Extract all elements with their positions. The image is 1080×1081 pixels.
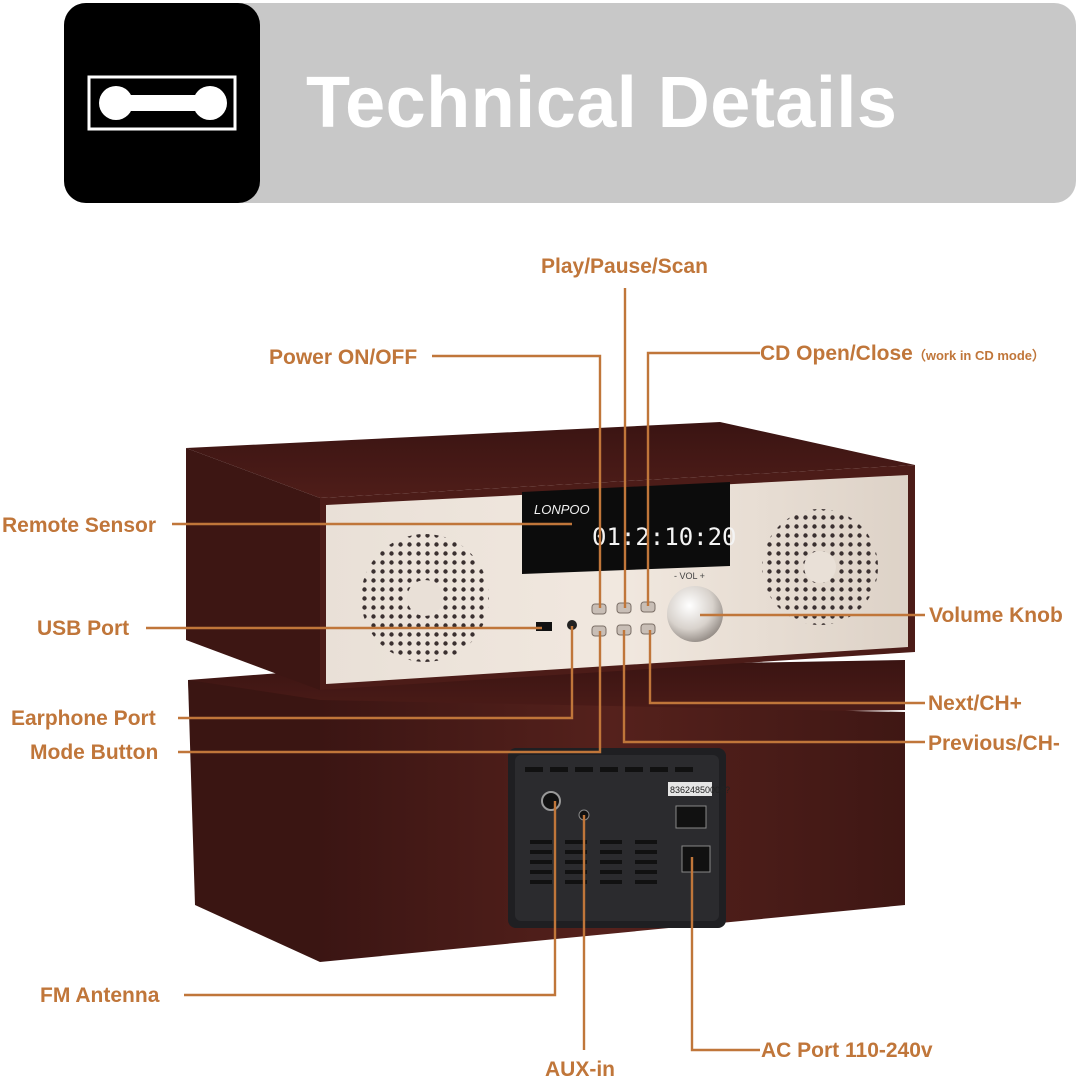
cassette-tape-icon bbox=[87, 75, 237, 131]
label-volume-knob: Volume Knob bbox=[929, 604, 1063, 627]
label-play-pause-scan: Play/Pause/Scan bbox=[541, 255, 708, 278]
label-ac-port: AC Port 110-240v bbox=[761, 1039, 933, 1062]
label-cd-note: （work in CD mode） bbox=[912, 348, 1046, 363]
leader-lines bbox=[146, 288, 925, 1052]
label-next-ch: Next/CH+ bbox=[928, 692, 1022, 715]
label-cd-open-close: CD Open/Close（work in CD mode） bbox=[760, 343, 1045, 364]
svg-text:- VOL +: - VOL + bbox=[674, 571, 705, 581]
header-icon-box bbox=[64, 3, 260, 203]
label-mode-button: Mode Button bbox=[30, 741, 159, 764]
label-power: Power ON/OFF bbox=[269, 346, 418, 369]
svg-text:83624850008?: 83624850008? bbox=[670, 785, 730, 795]
label-earphone-port: Earphone Port bbox=[11, 707, 156, 730]
label-remote-sensor: Remote Sensor bbox=[2, 514, 157, 537]
page-title: Technical Details bbox=[306, 63, 898, 143]
svg-text:LONPOO: LONPOO bbox=[534, 502, 590, 517]
main-unit-box: LONPOO 01:2:10:20 - VOL + bbox=[186, 422, 915, 690]
label-previous-ch: Previous/CH- bbox=[928, 732, 1060, 755]
label-fm-antenna: FM Antenna bbox=[40, 984, 160, 1007]
label-cd-open-close-text: CD Open/Close bbox=[760, 342, 913, 365]
label-aux-in: AUX-in bbox=[545, 1058, 615, 1081]
label-usb-port: USB Port bbox=[37, 617, 130, 640]
svg-text:01:2:10:20: 01:2:10:20 bbox=[592, 523, 737, 551]
subwoofer-box: 83624850008? bbox=[188, 660, 905, 962]
